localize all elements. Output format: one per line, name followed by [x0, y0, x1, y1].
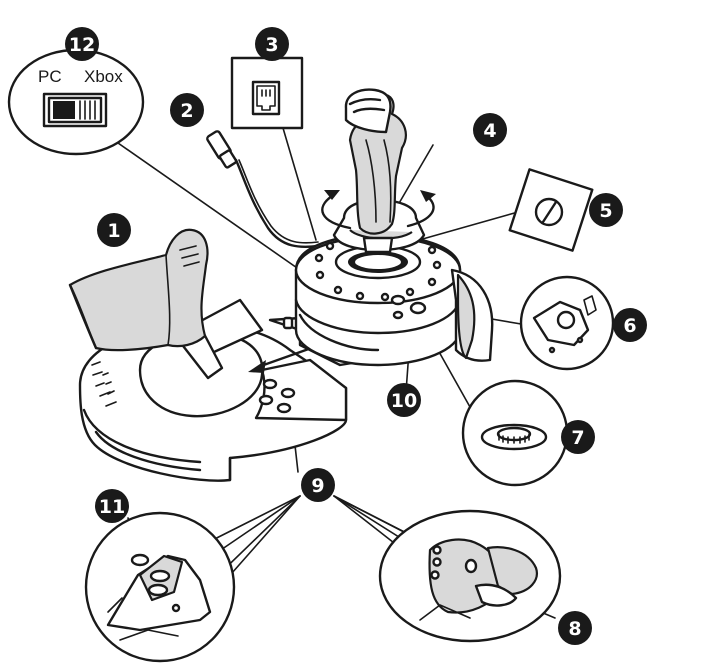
svg-text:11: 11	[99, 496, 125, 518]
lock-detail	[519, 275, 615, 371]
throttle-vents	[91, 361, 117, 407]
switch-label-xbox: Xbox	[84, 67, 123, 86]
callout-11: 11	[95, 489, 129, 523]
usb-cable	[206, 130, 320, 249]
callout-12: 12	[65, 27, 99, 61]
svg-text:2: 2	[180, 100, 193, 122]
switch-grip	[79, 100, 96, 120]
svg-text:7: 7	[571, 427, 584, 449]
mode-switch-detail: PC Xbox	[7, 48, 145, 156]
svg-text:6: 6	[623, 315, 636, 337]
base-screws	[314, 241, 442, 302]
svg-text:4: 4	[483, 120, 496, 142]
svg-text:8: 8	[568, 618, 581, 640]
wheel-detail	[461, 379, 569, 487]
callout-9: 9	[301, 468, 335, 502]
throttle-unit	[68, 228, 348, 482]
callout-5: 5	[589, 193, 623, 227]
svg-text:3: 3	[265, 34, 278, 56]
svg-text:9: 9	[311, 475, 324, 497]
svg-text:12: 12	[69, 34, 95, 56]
callout-10: 10	[387, 383, 421, 417]
screw-detail	[508, 168, 594, 252]
svg-text:1: 1	[107, 220, 120, 242]
callout-3: 3	[255, 27, 289, 61]
callout-8: 8	[558, 611, 592, 645]
joystick-unit	[268, 88, 494, 367]
callout-badges: 12 3 2 4 5 1 6 10 7 9 11 8	[65, 27, 647, 645]
switch-label-pc: PC	[38, 67, 62, 86]
callout-2: 2	[170, 93, 204, 127]
throttle-buttons-detail	[84, 511, 236, 663]
callout-6: 6	[613, 308, 647, 342]
stick-buttons-detail	[378, 509, 562, 643]
callout-4: 4	[473, 113, 507, 147]
callout-1: 1	[97, 213, 131, 247]
svg-text:5: 5	[599, 200, 612, 222]
svg-text:10: 10	[391, 390, 417, 412]
callout-7: 7	[561, 420, 595, 454]
port-detail	[230, 56, 304, 130]
